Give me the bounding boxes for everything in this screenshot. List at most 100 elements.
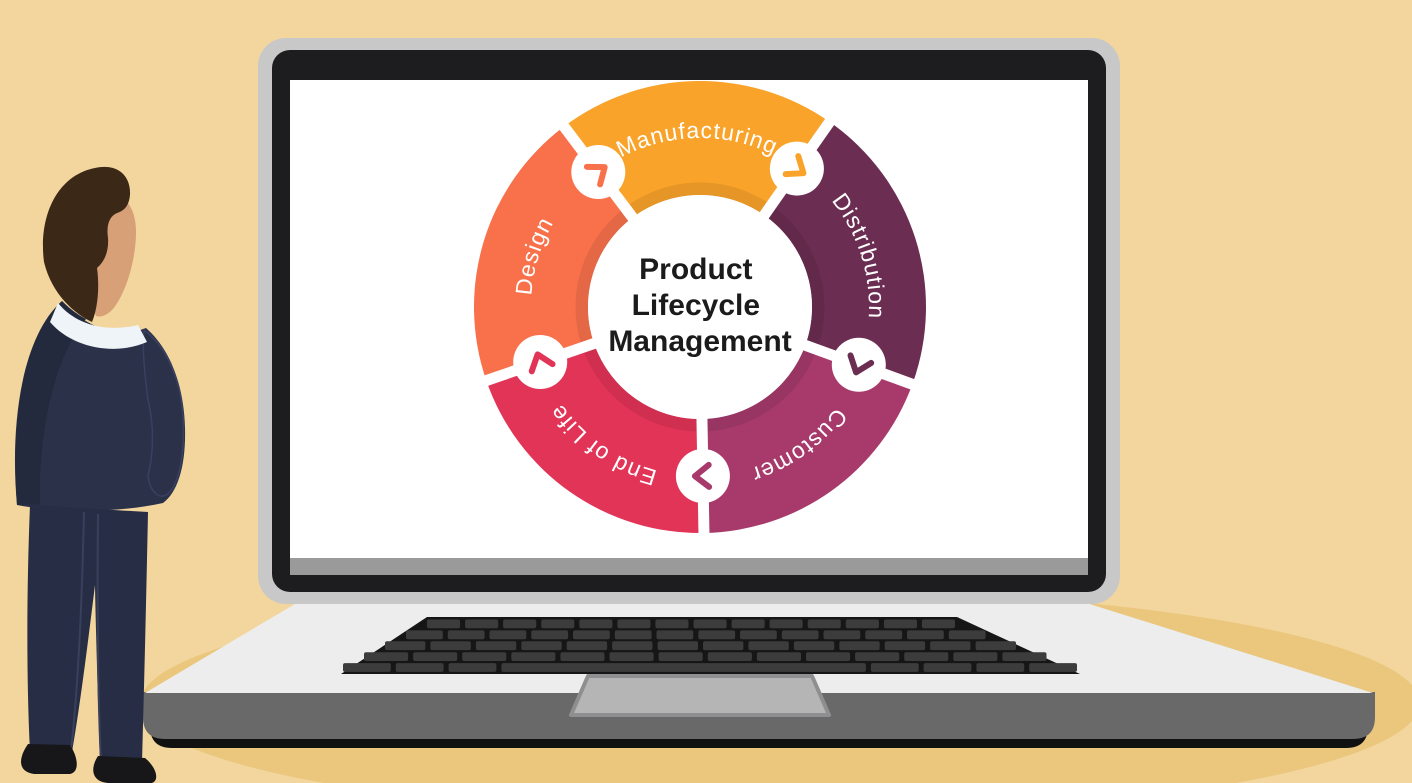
person-shoe-right xyxy=(93,756,157,783)
keyboard-key xyxy=(447,630,485,640)
keyboard-key xyxy=(845,619,879,629)
keyboard-key xyxy=(807,619,841,629)
keyboard-key xyxy=(541,619,575,629)
keyboard-key xyxy=(617,619,651,629)
keyboard-key xyxy=(793,641,835,651)
person-raised-arm xyxy=(142,328,185,497)
cycle-arrow-circle xyxy=(769,141,824,196)
keyboard-key xyxy=(427,619,461,629)
cycle-arrow xyxy=(513,335,568,389)
keyboard-key xyxy=(614,630,652,640)
keyboard-key xyxy=(612,641,653,651)
diagram-center-title: Product Lifecycle Management xyxy=(608,253,791,358)
person-trousers xyxy=(27,505,148,764)
keyboard-key xyxy=(579,619,613,629)
cycle-arrow xyxy=(675,449,730,503)
person-hair xyxy=(42,166,131,322)
segment-customer xyxy=(701,345,913,533)
trouser-seam-left xyxy=(70,511,85,751)
keyboard-key xyxy=(839,641,880,651)
laptop-base xyxy=(143,601,1375,748)
keyboard-key xyxy=(503,619,537,629)
keyboard-key xyxy=(406,630,443,640)
keyboard-key xyxy=(884,641,926,651)
keyboard-key xyxy=(656,630,694,640)
keyboard-key xyxy=(501,663,866,672)
keyboard-key xyxy=(870,663,919,672)
keyboard-key xyxy=(364,652,409,661)
keyboard-keys xyxy=(343,619,1077,672)
title-line-3: Management xyxy=(608,325,791,358)
keyboard-key xyxy=(465,619,499,629)
keyboard-key xyxy=(489,630,527,640)
keyboard-key xyxy=(703,641,744,651)
keyboard-key xyxy=(904,652,949,661)
person-jacket-shade xyxy=(15,301,87,505)
keyboard-key xyxy=(475,641,517,651)
keyboard-key xyxy=(953,652,998,661)
chevron-icon xyxy=(782,153,807,178)
keyboard-key xyxy=(566,641,608,651)
keyboard-key xyxy=(976,663,1025,672)
keyboard-key xyxy=(756,652,801,661)
person-illustration xyxy=(14,166,186,783)
keyboard-key xyxy=(921,619,955,629)
keyboard-key xyxy=(781,630,819,640)
cycle-arrow xyxy=(571,145,626,199)
keyboard-key xyxy=(413,652,458,661)
keyboard-key xyxy=(511,652,556,661)
keyboard-key xyxy=(521,641,562,651)
person-shoe-left xyxy=(21,744,77,774)
keyboard-key xyxy=(560,652,605,661)
segment-manufacturing xyxy=(563,81,830,218)
screen-bottom-strip xyxy=(290,558,1088,575)
segment-end-of-life xyxy=(486,343,704,533)
keyboard-key xyxy=(609,652,654,661)
keyboard-key xyxy=(707,652,752,661)
trouser-seam-right xyxy=(96,513,102,763)
keyboard-key xyxy=(883,619,917,629)
cycle-arrow xyxy=(831,337,886,392)
keyboard-key xyxy=(448,663,497,672)
keyboard-key xyxy=(657,641,698,651)
cycle-arrow-circle xyxy=(831,337,886,392)
keyboard-key xyxy=(855,652,900,661)
keyboard-key xyxy=(740,630,777,640)
keyboard-key xyxy=(462,652,507,661)
chevron-icon xyxy=(583,163,608,188)
keyboard-key xyxy=(658,652,703,661)
keyboard-key xyxy=(907,630,944,640)
trackpad xyxy=(569,674,831,717)
chevron-icon xyxy=(691,461,713,490)
keyboard-key xyxy=(698,630,736,640)
cycle-arrow-circle xyxy=(675,449,730,503)
diagram-center-circle xyxy=(588,195,812,419)
keyboard-key xyxy=(731,619,765,629)
keyboard-key xyxy=(655,619,689,629)
cycle-arrow-circle xyxy=(513,335,568,389)
keyboard-key xyxy=(1002,652,1047,661)
keyboard-key xyxy=(948,630,986,640)
keyboard-key xyxy=(748,641,789,651)
keyboard-key xyxy=(385,641,426,651)
cycle-arrow-circle xyxy=(571,145,626,199)
keyboard-key xyxy=(430,641,471,651)
title-line-1: Product xyxy=(639,253,752,286)
keyboard-key xyxy=(531,630,569,640)
person-collar xyxy=(50,303,147,349)
keyboard-key xyxy=(975,641,1016,651)
keyboard-key xyxy=(823,630,861,640)
keyboard-key xyxy=(395,663,444,672)
keyboard-key xyxy=(693,619,727,629)
title-line-2: Lifecycle xyxy=(632,289,760,322)
keyboard-key xyxy=(865,630,903,640)
keyboard-key xyxy=(923,663,972,672)
chevron-icon xyxy=(528,351,556,375)
chevron-icon xyxy=(847,352,875,376)
keyboard-key xyxy=(930,641,971,651)
keyboard-key xyxy=(769,619,803,629)
cycle-arrow xyxy=(769,141,824,196)
